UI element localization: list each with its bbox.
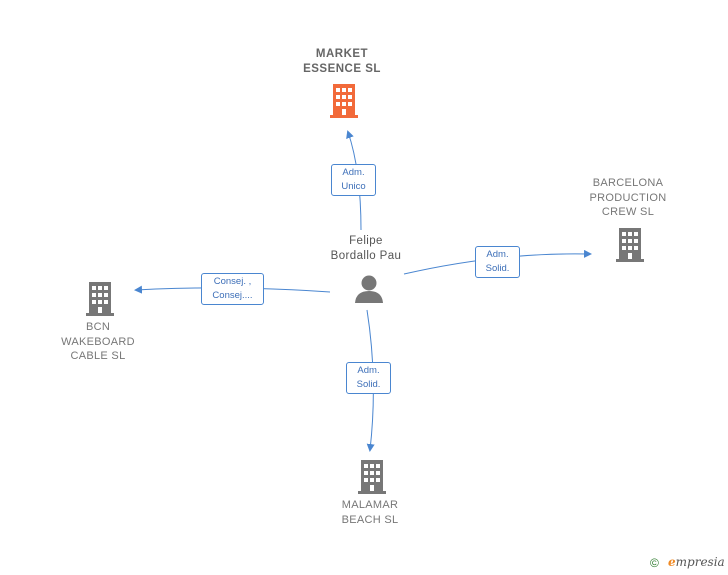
role-label-malamar: Adm. Solid. xyxy=(346,362,391,394)
role-line-1: Adm. xyxy=(357,365,380,376)
person-icon[interactable] xyxy=(355,275,383,304)
building-icon-barcelona[interactable] xyxy=(616,228,644,262)
company-name-barcelona[interactable]: BARCELONA PRODUCTION CREW SL xyxy=(589,177,667,218)
company-name-bcn[interactable]: BCN WAKEBOARD CABLE SL xyxy=(61,321,135,362)
role-line-2: Solid. xyxy=(356,379,381,390)
brand-rest: mpresia xyxy=(675,555,725,569)
company-name-market[interactable]: MARKET ESSENCE SL xyxy=(303,48,381,75)
role-line-2: Unico xyxy=(341,181,366,192)
brand-first-letter: e xyxy=(668,555,676,569)
building-icon-market[interactable] xyxy=(330,84,358,118)
role-label-barcelona: Adm. Solid. xyxy=(475,246,520,278)
role-line-2: Solid. xyxy=(485,263,510,274)
role-line-2: Consej.... xyxy=(212,290,253,301)
company-name-malamar[interactable]: MALAMAR BEACH SL xyxy=(341,499,399,526)
role-line-1: Adm. xyxy=(486,249,509,260)
person-name[interactable]: Felipe Bordallo Pau xyxy=(330,235,402,262)
role-label-bcn: Consej. , Consej.... xyxy=(201,273,264,305)
building-icon-malamar[interactable] xyxy=(358,460,386,494)
role-line-1: Consej. , xyxy=(213,276,252,287)
role-line-1: Adm. xyxy=(342,167,365,178)
empresia-logo[interactable]: empresia xyxy=(668,555,725,569)
building-icon-bcn[interactable] xyxy=(86,282,114,316)
role-label-market: Adm. Unico xyxy=(331,164,376,196)
copyright-icon: © xyxy=(650,556,659,570)
